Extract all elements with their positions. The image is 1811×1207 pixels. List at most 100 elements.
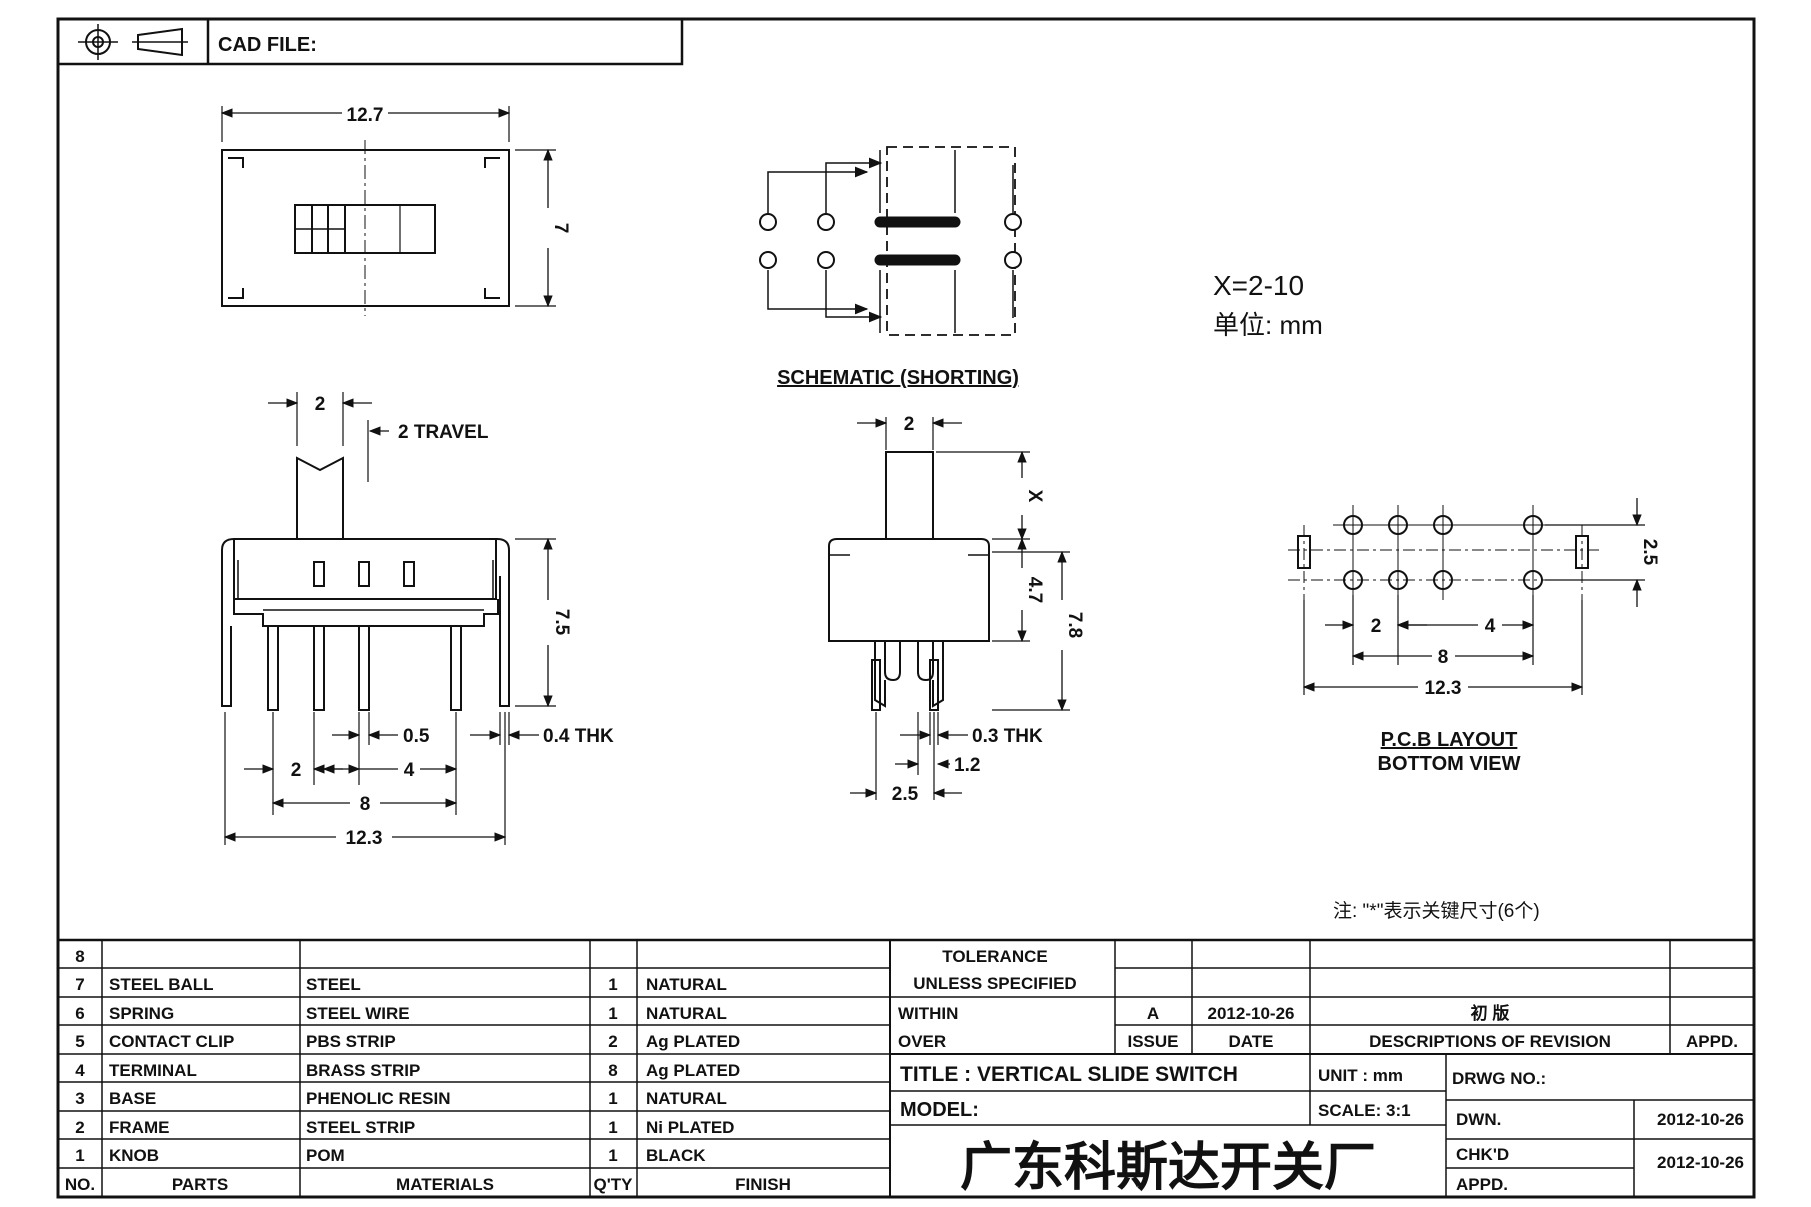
svg-text:8: 8 bbox=[608, 1061, 617, 1080]
bom-row: 6 SPRING STEEL WIRE 1 NATURAL bbox=[75, 1004, 727, 1023]
svg-text:Ni PLATED: Ni PLATED bbox=[646, 1118, 734, 1137]
svg-text:3: 3 bbox=[75, 1089, 84, 1108]
svg-text:2: 2 bbox=[608, 1032, 617, 1051]
svg-text:NATURAL: NATURAL bbox=[646, 975, 727, 994]
dwn-label: DWN. bbox=[1456, 1110, 1501, 1129]
pcb-caption: P.C.B LAYOUT bbox=[1381, 729, 1518, 751]
bom-row: 3 BASE PHENOLIC RESIN 1 NATURAL bbox=[75, 1089, 727, 1108]
bom-row: 7 STEEL BALL STEEL 1 NATURAL bbox=[75, 975, 727, 994]
side-actuator-width: 2 bbox=[904, 414, 915, 435]
front-span-12-3: 12.3 bbox=[346, 828, 383, 849]
dwn-date: 2012-10-26 bbox=[1657, 1110, 1744, 1129]
company-name: 广东科斯达开关厂 bbox=[960, 1139, 1376, 1197]
svg-text:MATERIALS: MATERIALS bbox=[396, 1175, 494, 1194]
pcb-layout: 2.5 2 4 8 12.3 P.C.B LAYOUT BOTTOM VIEW bbox=[1288, 498, 1660, 775]
appd-label: APPD. bbox=[1686, 1032, 1738, 1051]
svg-text:1: 1 bbox=[608, 1004, 617, 1023]
unit-label: UNIT : mm bbox=[1318, 1066, 1403, 1085]
svg-text:8: 8 bbox=[75, 947, 84, 966]
title-block bbox=[58, 938, 1754, 1197]
svg-text:1: 1 bbox=[608, 1089, 617, 1108]
svg-text:NATURAL: NATURAL bbox=[646, 1089, 727, 1108]
svg-text:NATURAL: NATURAL bbox=[646, 1004, 727, 1023]
schematic-diagram: SCHEMATIC (SHORTING) bbox=[759, 146, 1022, 389]
pcb-span-8: 8 bbox=[1438, 647, 1449, 668]
side-total-height: 7.8 bbox=[1064, 612, 1085, 638]
svg-text:1: 1 bbox=[608, 1118, 617, 1137]
title-block-text: TOLERANCE UNLESS SPECIFIED WITHIN OVER A… bbox=[898, 947, 1744, 1197]
bom-row: 2 FRAME STEEL STRIP 1 Ni PLATED bbox=[75, 1118, 734, 1137]
svg-text:Q'TY: Q'TY bbox=[594, 1175, 634, 1194]
front-pitch-top: 2 bbox=[315, 394, 326, 415]
tolerance-label: TOLERANCE bbox=[942, 947, 1047, 966]
bom-row: 8 bbox=[75, 947, 84, 966]
svg-text:1: 1 bbox=[608, 975, 617, 994]
model-label: MODEL: bbox=[900, 1099, 979, 1121]
svg-text:POM: POM bbox=[306, 1146, 345, 1165]
front-pin-width: 0.5 bbox=[403, 726, 430, 747]
svg-text:PHENOLIC RESIN: PHENOLIC RESIN bbox=[306, 1089, 451, 1108]
svg-text:SPRING: SPRING bbox=[109, 1004, 174, 1023]
header-box bbox=[56, 17, 684, 66]
chkd-date: 2012-10-26 bbox=[1657, 1153, 1744, 1172]
top-width-dim: 12.7 bbox=[347, 105, 384, 126]
front-height-dim: 7.5 bbox=[551, 609, 572, 636]
front-pitch-4: 4 bbox=[404, 760, 415, 781]
svg-text:Ag PLATED: Ag PLATED bbox=[646, 1032, 740, 1051]
revision-date: 2012-10-26 bbox=[1208, 1004, 1295, 1023]
pcb-pitch-4: 4 bbox=[1485, 616, 1496, 637]
descriptions-label: DESCRIPTIONS OF REVISION bbox=[1369, 1032, 1611, 1051]
revision-issue: A bbox=[1147, 1004, 1159, 1023]
svg-text:2: 2 bbox=[75, 1118, 84, 1137]
svg-text:STEEL: STEEL bbox=[306, 975, 361, 994]
side-view: 2 X 4.7 7.8 0.3 THK bbox=[828, 414, 1085, 805]
pcb-row-pitch: 2.5 bbox=[1639, 539, 1660, 566]
bom-row: 4 TERMINAL BRASS STRIP 8 Ag PLATED bbox=[75, 1061, 740, 1080]
issue-label: ISSUE bbox=[1127, 1032, 1178, 1051]
chkd-label: CHK'D bbox=[1456, 1145, 1509, 1164]
side-x-label: X bbox=[1024, 490, 1045, 503]
svg-text:BLACK: BLACK bbox=[646, 1146, 706, 1165]
svg-text:4: 4 bbox=[75, 1061, 85, 1080]
svg-text:PARTS: PARTS bbox=[172, 1175, 228, 1194]
side-body-height: 4.7 bbox=[1024, 577, 1045, 603]
side-thickness: 0.3 THK bbox=[972, 726, 1043, 747]
bom-header-row: NO. PARTS MATERIALS Q'TY FINISH bbox=[65, 1175, 791, 1194]
svg-text:KNOB: KNOB bbox=[109, 1146, 159, 1165]
svg-text:FRAME: FRAME bbox=[109, 1118, 169, 1137]
svg-text:1: 1 bbox=[75, 1146, 84, 1165]
cad-file-label: CAD FILE: bbox=[218, 34, 317, 56]
svg-text:TERMINAL: TERMINAL bbox=[109, 1061, 197, 1080]
front-pitch-2: 2 bbox=[291, 760, 302, 781]
svg-text:BASE: BASE bbox=[109, 1089, 156, 1108]
appd-sign-label: APPD. bbox=[1456, 1175, 1508, 1194]
sheet-border bbox=[56, 17, 1756, 1199]
over-label: OVER bbox=[898, 1032, 946, 1051]
side-pin-span: 2.5 bbox=[892, 784, 919, 805]
svg-text:PBS STRIP: PBS STRIP bbox=[306, 1032, 396, 1051]
date-label: DATE bbox=[1228, 1032, 1273, 1051]
top-view: 12.7 7 bbox=[220, 105, 571, 316]
scale-label: SCALE: 3:1 bbox=[1318, 1101, 1411, 1120]
bom-row: 1 KNOB POM 1 BLACK bbox=[75, 1146, 706, 1165]
svg-text:STEEL WIRE: STEEL WIRE bbox=[306, 1004, 410, 1023]
bom-table: 8 7 STEEL BALL STEEL 1 NATURAL 6 SPRING … bbox=[65, 947, 791, 1194]
within-label: WITHIN bbox=[898, 1004, 958, 1023]
front-travel: 2 TRAVEL bbox=[398, 422, 489, 443]
pcb-caption-sub: BOTTOM VIEW bbox=[1378, 753, 1521, 775]
svg-text:STEEL STRIP: STEEL STRIP bbox=[306, 1118, 415, 1137]
svg-text:6: 6 bbox=[75, 1004, 84, 1023]
top-height-dim: 7 bbox=[550, 223, 571, 234]
schematic-caption: SCHEMATIC (SHORTING) bbox=[777, 367, 1019, 389]
svg-text:BRASS STRIP: BRASS STRIP bbox=[306, 1061, 420, 1080]
side-pin-gap: 1.2 bbox=[954, 755, 980, 776]
tolerance-sub: UNLESS SPECIFIED bbox=[913, 974, 1076, 993]
x-range-formula: X=2-10 bbox=[1213, 270, 1304, 301]
svg-text:7: 7 bbox=[75, 975, 84, 994]
projection-symbol-icon bbox=[78, 24, 188, 60]
bom-row: 5 CONTACT CLIP PBS STRIP 2 Ag PLATED bbox=[75, 1032, 740, 1051]
svg-text:1: 1 bbox=[608, 1146, 617, 1165]
svg-text:CONTACT CLIP: CONTACT CLIP bbox=[109, 1032, 234, 1051]
drawing-number-label: DRWG NO.: bbox=[1452, 1069, 1546, 1088]
